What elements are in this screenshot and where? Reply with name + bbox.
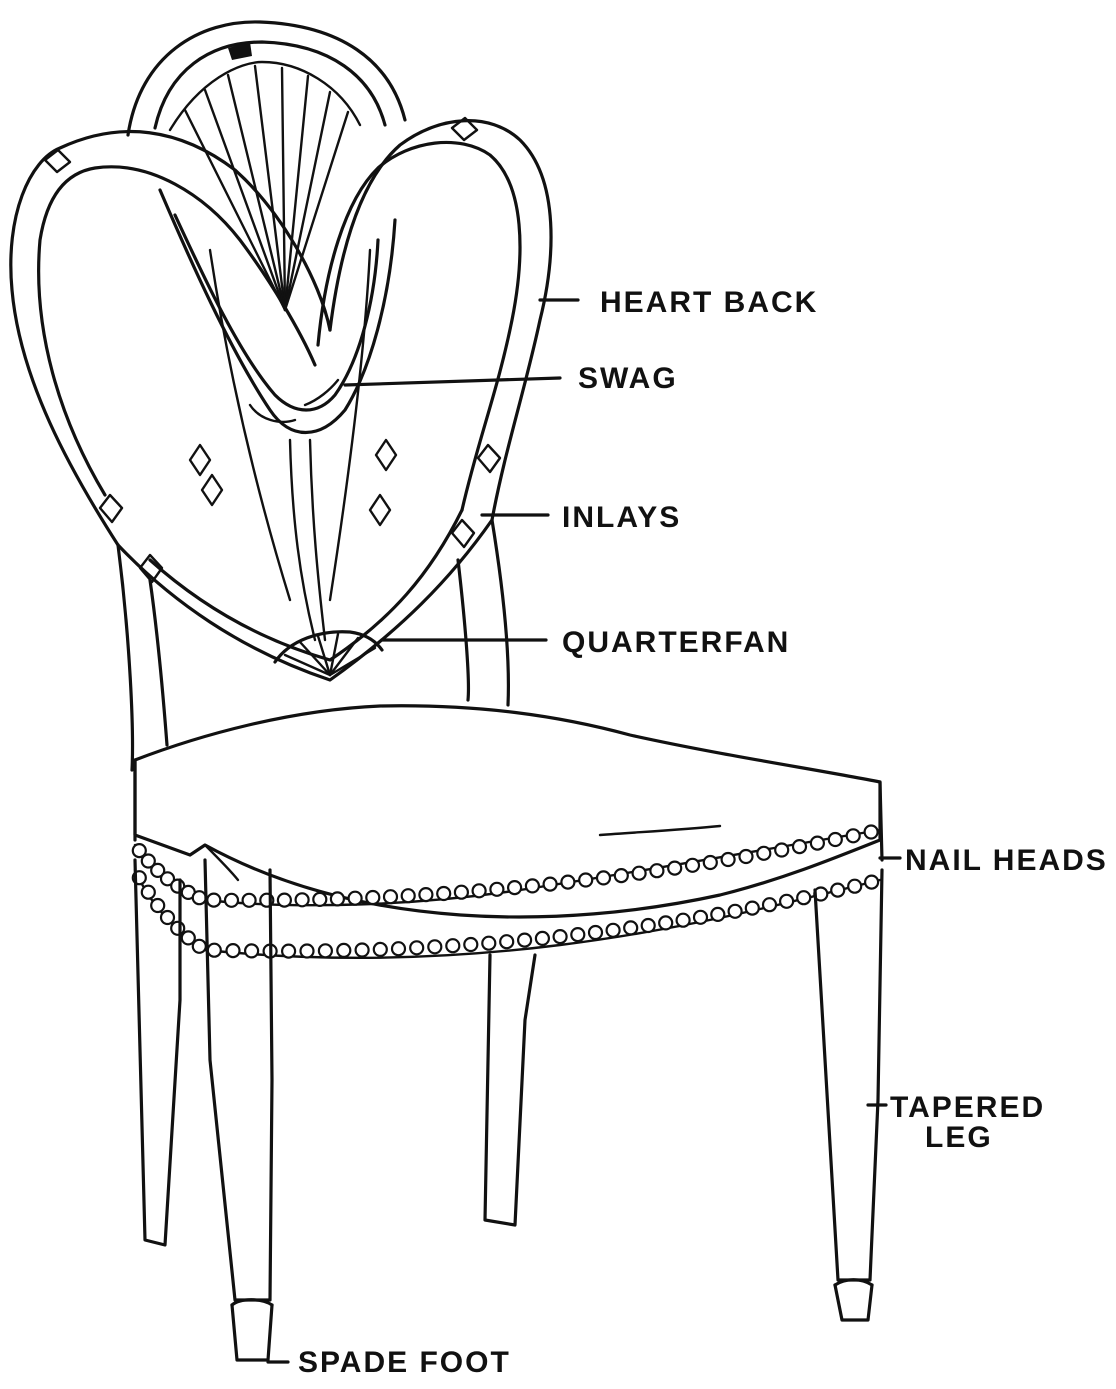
nail-head [508,881,521,894]
nail-head [797,891,810,904]
nail-head [793,840,806,853]
nail-head [193,940,206,953]
label-nail-heads: NAIL HEADS [905,844,1108,877]
nail-head [419,888,432,901]
nail-head [597,871,610,884]
nail-head [374,943,387,956]
nail-head [464,938,477,951]
leader-swag [345,378,560,385]
nail-head [642,919,655,932]
nail-head [775,844,788,857]
heart-back-frame [11,22,551,680]
nail-head [579,874,592,887]
nail-head [392,942,405,955]
nail-head [207,894,220,907]
nail-head [848,880,861,893]
inlays [45,118,500,582]
nail-head [847,829,860,842]
nail-head [677,914,690,927]
nail-head [301,945,314,958]
nail-head [615,869,628,882]
label-swag: SWAG [578,362,678,395]
nail-head [349,892,362,905]
label-spade-foot: SPADE FOOT [298,1346,511,1379]
nail-head [831,884,844,897]
nail-head [659,916,672,929]
nail-head [518,934,531,947]
label-tapered-leg-line1: TAPERED [890,1091,1045,1124]
nail-head [729,905,742,918]
nail-head [171,922,184,935]
nail-head [473,884,486,897]
legs [135,860,882,1300]
nail-head [356,944,369,957]
nail-head [526,879,539,892]
nail-head [746,902,759,915]
nail-head [151,899,164,912]
nail-head [243,894,256,907]
nail-head [437,887,450,900]
nail-head [410,941,423,954]
nail-head [208,944,221,957]
label-inlays: INLAYS [562,501,681,534]
nail-head [282,945,295,958]
nail-head [554,930,567,943]
nail-head [482,937,495,950]
nail-head [865,826,878,839]
nail-head [757,847,770,860]
nail-head [624,921,637,934]
swag [160,190,395,433]
nail-head [278,894,291,907]
central-splat [210,250,370,640]
nail-head [337,944,350,957]
nail-head [296,893,309,906]
nail-head [650,864,663,877]
nail-head [319,944,332,957]
nail-head [668,862,681,875]
nail-head [331,892,344,905]
nail-head [544,878,557,891]
quarter-fan [275,632,382,675]
nail-head [763,898,776,911]
nail-head [536,932,549,945]
nail-head [829,833,842,846]
nail-head [227,944,240,957]
label-quarter-fan: QUARTERFAN [562,626,790,659]
nail-head [366,891,379,904]
nail-head [225,894,238,907]
nail-head [704,856,717,869]
nail-head [607,924,620,937]
nail-head [446,939,459,952]
label-tapered-leg-line2: LEG [925,1121,993,1154]
nail-head [142,886,155,899]
nail-head [865,876,878,889]
nail-head [711,908,724,921]
nail-head [161,911,174,924]
nail-head [384,890,397,903]
label-heart-back: HEART BACK [600,286,818,319]
nail-head [313,893,326,906]
nail-head [561,876,574,889]
nail-head [500,935,513,948]
nail-head [633,867,646,880]
nail-head [245,944,258,957]
nail-head [428,940,441,953]
nail-head [571,928,584,941]
nail-head [694,911,707,924]
nail-head [722,853,735,866]
nail-head [780,895,793,908]
nail-head [686,859,699,872]
nail-head [193,891,206,904]
nail-head [402,889,415,902]
nail-head [740,850,753,863]
nail-head [811,837,824,850]
nail-head [455,886,468,899]
nail-head [490,883,503,896]
nail-head [589,926,602,939]
